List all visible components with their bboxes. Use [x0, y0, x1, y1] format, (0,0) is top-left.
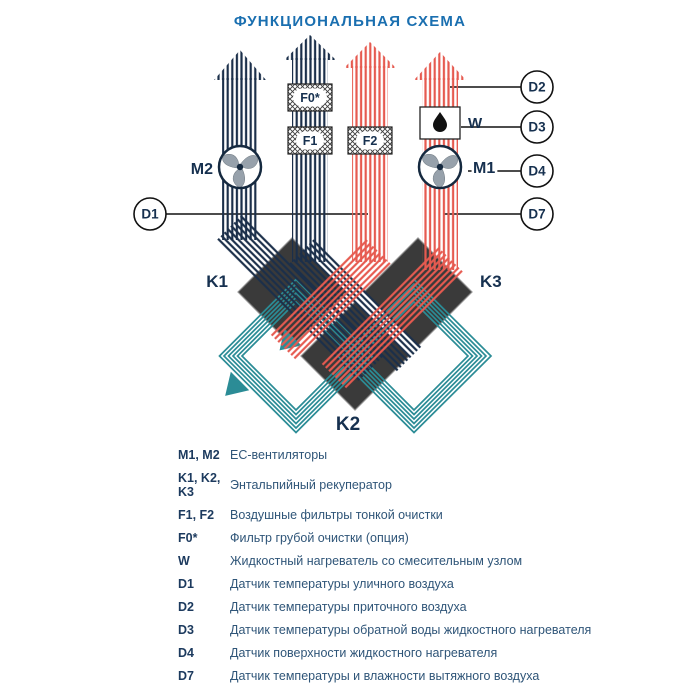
- legend-desc: Фильтр грубой очистки (опция): [230, 530, 409, 545]
- legend-key: F0*: [178, 531, 198, 546]
- airflow-arrow-exhaust-out-icon: [225, 371, 250, 396]
- sensor-d3: [520, 110, 554, 144]
- filter-f1-label-pill: [296, 131, 324, 150]
- filter-f1-label: F1: [303, 134, 318, 148]
- sensor-d4-label: D4: [528, 164, 546, 179]
- filter-f0-label-pill: [293, 88, 327, 107]
- sensor-d1-label: D1: [141, 207, 159, 222]
- exchanger-k2-label: K2: [336, 414, 360, 435]
- exchanger-k3-label: K3: [480, 272, 502, 291]
- legend-desc: Датчик температуры и влажности вытяжного…: [230, 668, 540, 683]
- supply-duct-diagonal-outer: [321, 246, 464, 389]
- sensor-d2: [520, 70, 554, 104]
- airflow-arrow-up-navy-1-icon: [214, 50, 266, 80]
- sensor-d1: [133, 197, 167, 231]
- legend-desc: Энтальпийный рекуператор: [230, 477, 392, 492]
- fan-m1-label: M1: [473, 160, 495, 177]
- legend-key: W: [178, 554, 190, 569]
- legend-key: F1, F2: [178, 508, 215, 523]
- sensor-d7-label: D7: [528, 207, 545, 222]
- legend: M1, M2 ЕС-вентиляторы K1, K2, K3 Энтальп…: [178, 448, 700, 684]
- airflow-arrow-up-red-2-icon: [414, 52, 466, 80]
- water-heater-box: [419, 106, 461, 140]
- sensor-d4: [520, 154, 554, 188]
- fan-blades-icon: [222, 154, 259, 187]
- water-heater-label: W: [468, 115, 483, 132]
- exchanger-k1-label: K1: [206, 272, 228, 291]
- legend-desc: Датчик температуры обратной воды жидкост…: [230, 622, 592, 637]
- filter-f2-label-pill: [356, 131, 384, 150]
- functional-diagram: D1 D2 D3 D4 D7 M2 M1 F0* F1 F2 W K1 K3 K…: [133, 35, 554, 435]
- fan-blades-icon: [422, 154, 459, 187]
- diagram-title: ФУНКЦИОНАЛЬНАЯ СХЕМА: [233, 13, 467, 30]
- filter-f0-label: F0*: [300, 91, 320, 105]
- legend-desc: Датчик температуры приточного воздуха: [230, 599, 467, 614]
- sensor-d2-label: D2: [528, 80, 545, 95]
- legend-key: D4: [178, 646, 194, 661]
- legend-desc: Жидкостный нагреватель со смесительным у…: [230, 553, 523, 568]
- sensor-connector-lines: [166, 86, 521, 215]
- airflow-arrow-up-navy-2-icon: [284, 35, 336, 60]
- water-droplet-icon: [433, 112, 447, 132]
- supply-duct-diagonal-inner: [270, 238, 392, 360]
- filter-boxes: [287, 83, 393, 155]
- legend-key: D2: [178, 600, 194, 615]
- fan-m1: [417, 144, 463, 190]
- legend-desc: ЕС-вентиляторы: [230, 448, 328, 462]
- sensor-d7: [520, 197, 554, 231]
- exhaust-duct-diagonal-outer: [216, 214, 384, 382]
- sensor-d3-label: D3: [528, 120, 546, 135]
- legend-desc: Воздушные фильтры тонкой очистки: [230, 507, 443, 522]
- filter-f2-label: F2: [363, 134, 378, 148]
- legend-key: K1, K2, K3: [178, 471, 221, 500]
- airflow-arrow-up-red-1-icon: [344, 42, 396, 68]
- fan-m2: [217, 144, 263, 190]
- legend-key: D7: [178, 669, 194, 684]
- legend-desc: Датчик температуры уличного воздуха: [230, 576, 454, 591]
- supply-duct-c: [352, 66, 388, 262]
- legend-key: D1: [178, 577, 194, 592]
- sensor-circles: [133, 70, 554, 231]
- legend-key: D3: [178, 623, 194, 638]
- legend-desc: Датчик поверхности жидкостного нагревате…: [230, 645, 498, 660]
- fan-m2-label: M2: [191, 161, 213, 178]
- legend-key: M1, M2: [178, 448, 220, 463]
